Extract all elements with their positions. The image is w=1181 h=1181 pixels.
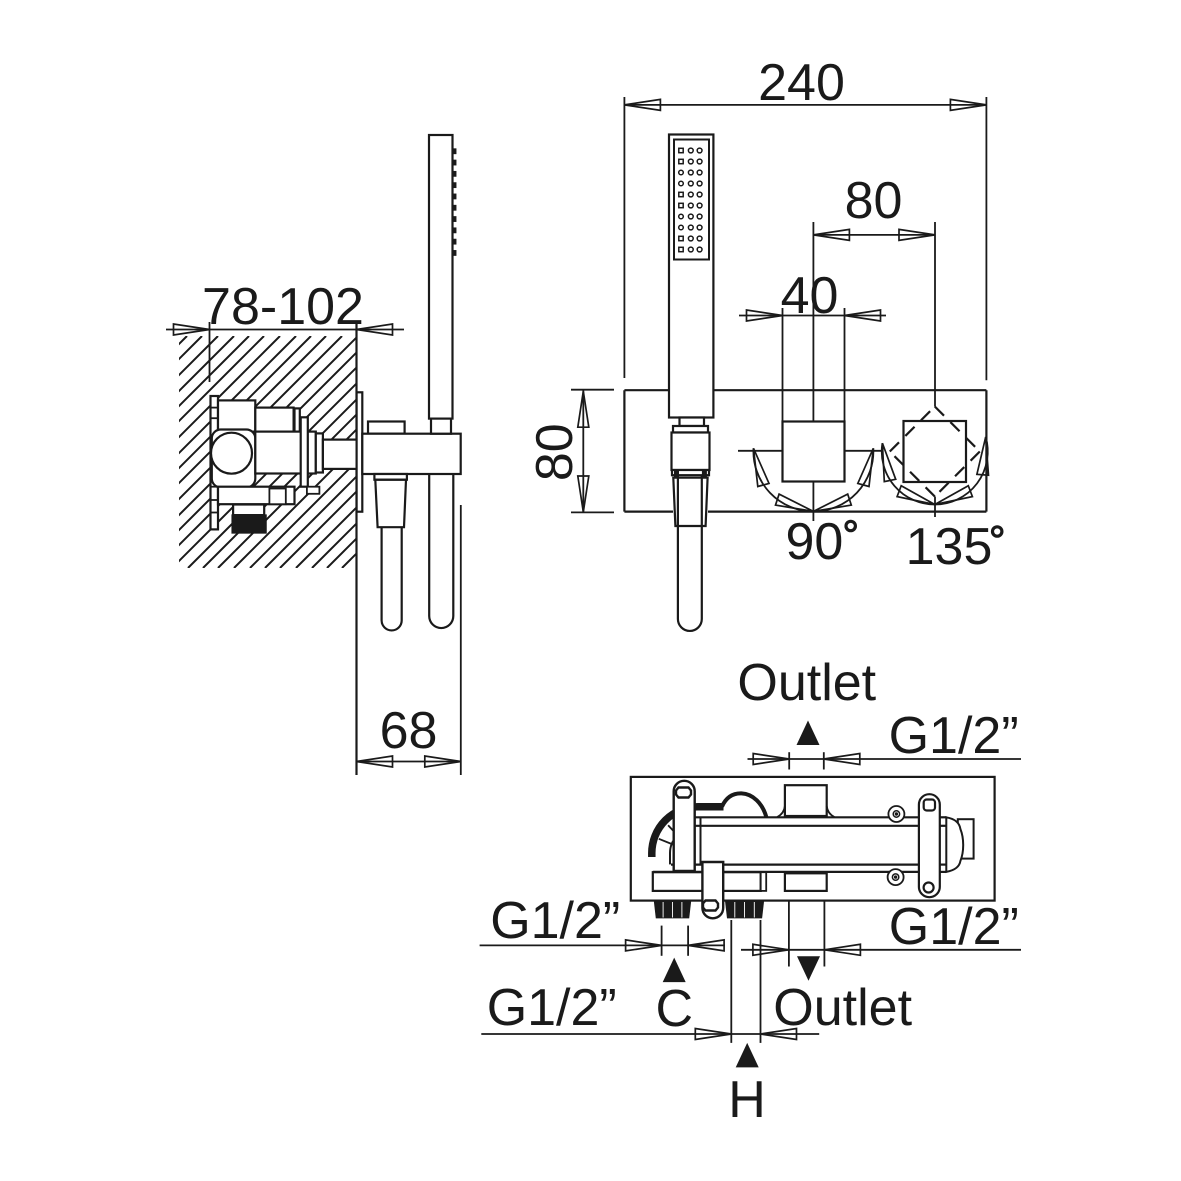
svg-text:68: 68	[380, 702, 438, 760]
svg-text:80: 80	[845, 172, 903, 230]
svg-text:G1/2”: G1/2”	[889, 898, 1019, 956]
svg-text:90: 90	[785, 513, 843, 571]
svg-text:Outlet: Outlet	[773, 979, 912, 1037]
svg-text:H: H	[728, 1071, 766, 1129]
svg-text:Outlet: Outlet	[737, 654, 876, 712]
svg-text:78-102: 78-102	[202, 278, 364, 336]
svg-text:C: C	[656, 980, 694, 1038]
svg-text:G1/2”: G1/2”	[487, 979, 617, 1037]
svg-text:240: 240	[758, 54, 845, 112]
svg-text:G1/2”: G1/2”	[490, 892, 620, 950]
svg-text:40: 40	[781, 267, 839, 325]
svg-text:G1/2”: G1/2”	[889, 707, 1019, 765]
svg-text:80: 80	[526, 423, 584, 481]
svg-text:135: 135	[906, 518, 993, 576]
